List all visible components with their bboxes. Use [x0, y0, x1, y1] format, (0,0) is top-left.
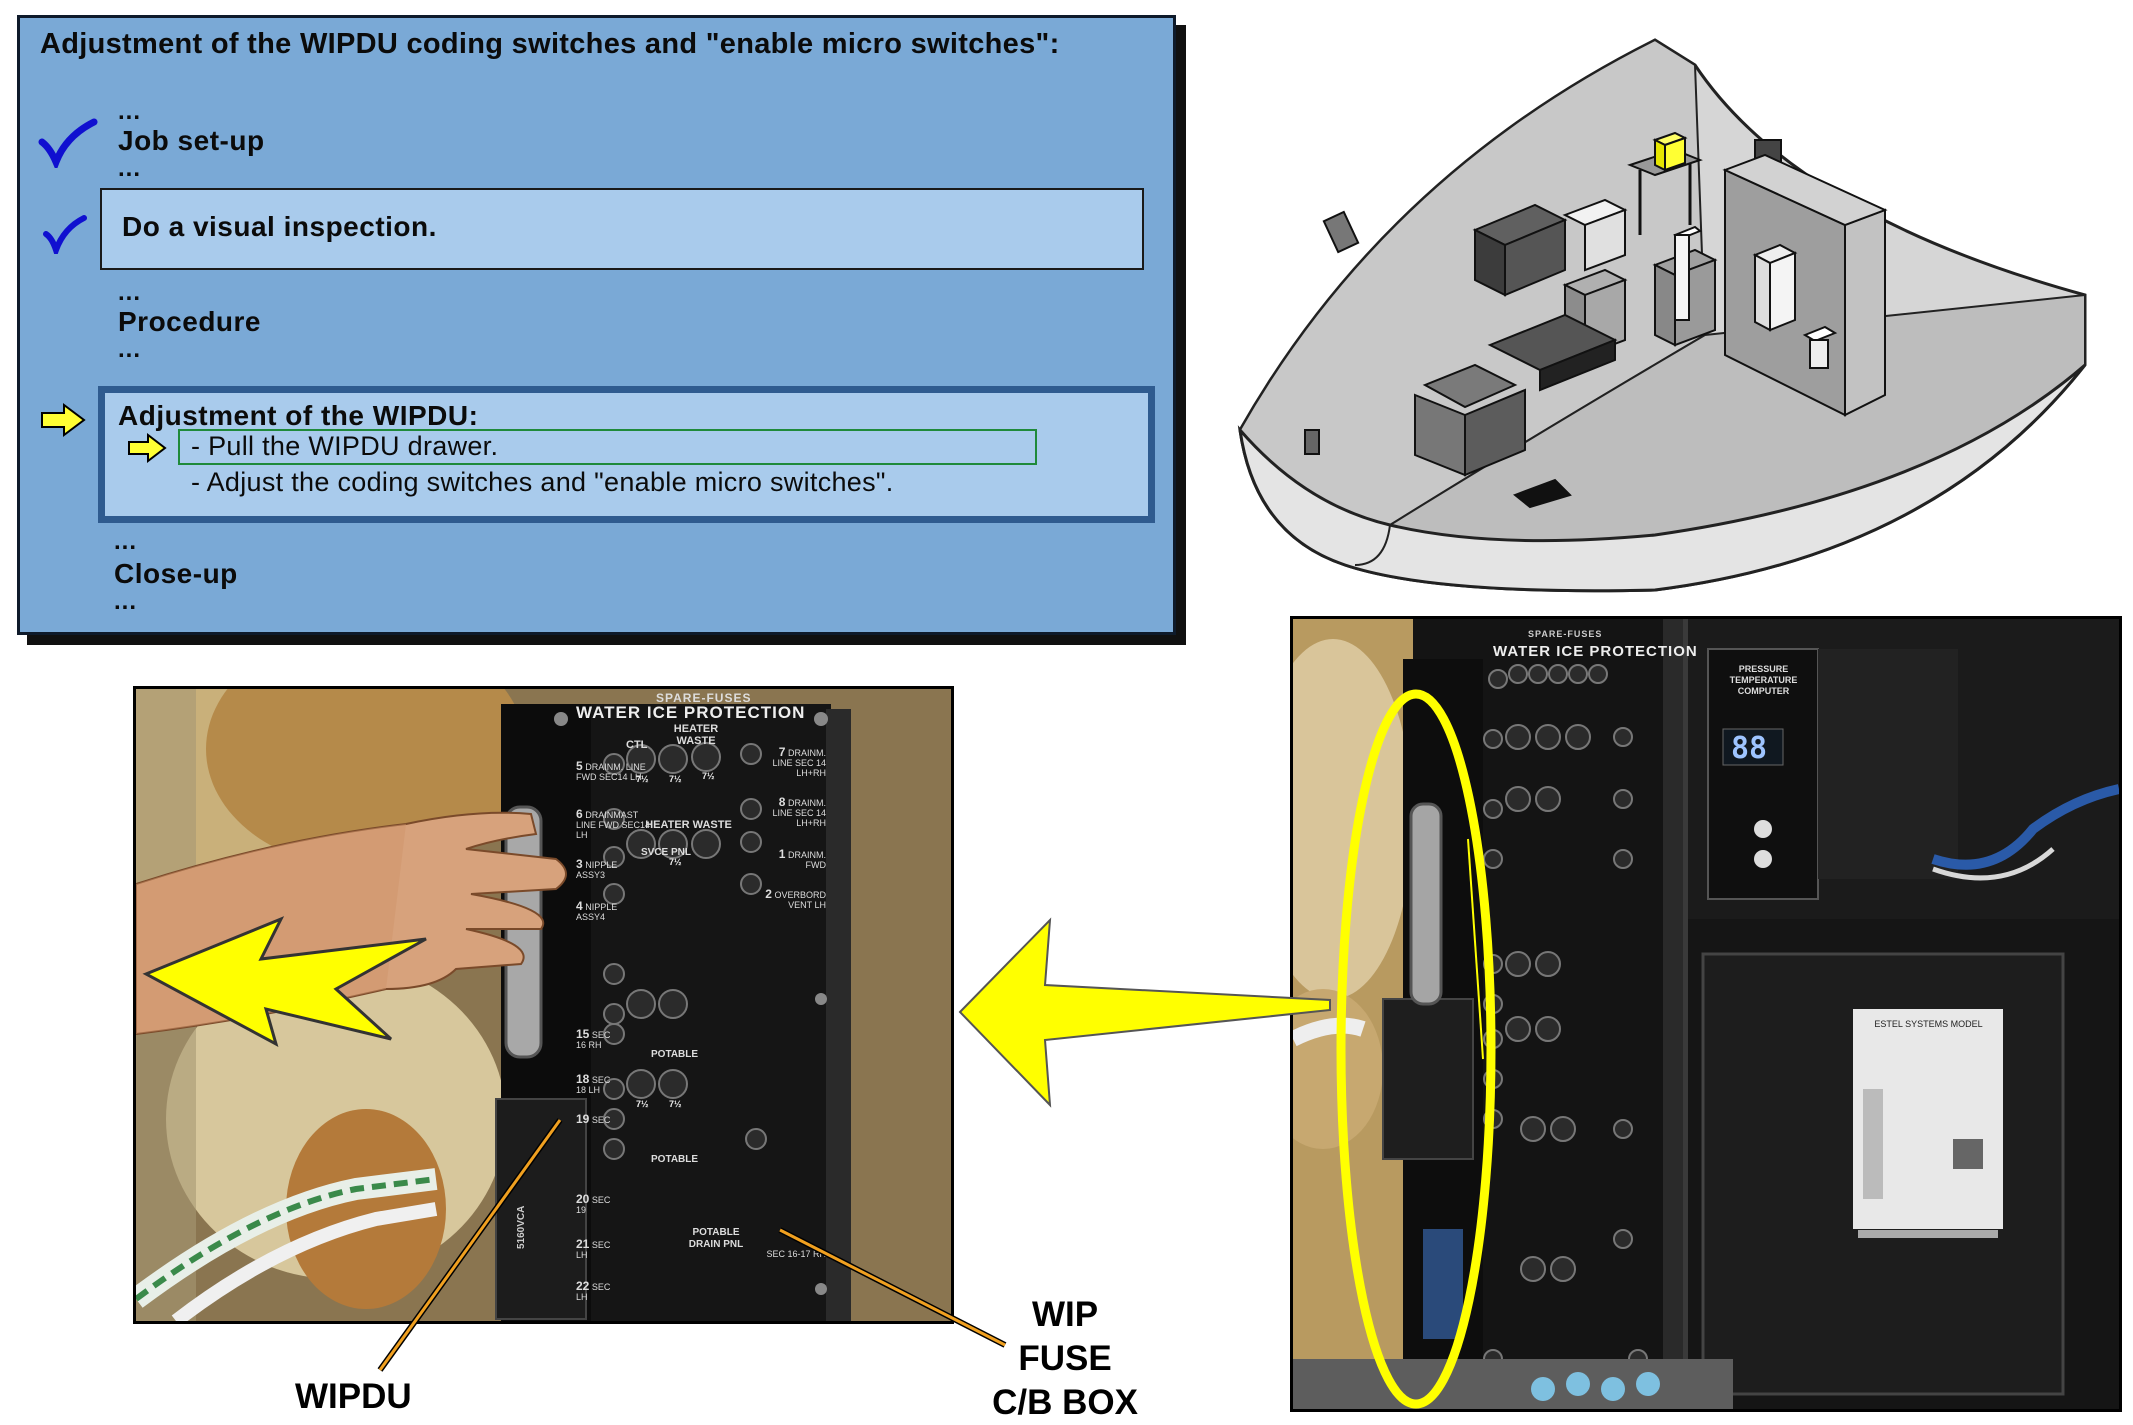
- checkmark-icon: [43, 215, 87, 254]
- callout-wip-line-1: WIP: [1031, 1295, 1099, 1334]
- substep-adjust-switches: - Adjust the coding switches and "enable…: [191, 467, 894, 497]
- step-close-up: Close-up: [114, 558, 238, 589]
- ellipsis: ...: [118, 98, 142, 125]
- spare-fuses-label-small: SPARE-FUSES: [1528, 629, 1603, 639]
- ellipsis: ...: [114, 588, 138, 615]
- water-ice-protection-label-small: WATER ICE PROTECTION: [1493, 643, 1698, 660]
- connection-arrow-icon: [958, 917, 1331, 1108]
- callout-wip-line-3: C/B BOX: [992, 1383, 1138, 1422]
- substep-pull-drawer: - Pull the WIPDU drawer.: [191, 431, 499, 461]
- fuse-row-label: 19 SEC: [576, 1112, 611, 1126]
- fuse-rating: 7½: [636, 774, 649, 784]
- potable-label: POTABLE: [651, 1049, 699, 1060]
- fuse-row-label: 22 SEC LH: [576, 1279, 611, 1302]
- fuse-rating: 7½: [702, 771, 715, 781]
- panel-title: Adjustment of the WIPDU coding switches …: [40, 28, 1060, 60]
- ellipsis: ...: [118, 336, 142, 363]
- checkmark-icon: [38, 118, 98, 168]
- step-job-setup: Job set-up: [118, 125, 265, 156]
- fuse-row-label: 4 NIPPLE ASSY4: [576, 899, 618, 922]
- fuse-rating: 7½: [669, 774, 682, 784]
- ellipsis: ...: [118, 155, 142, 182]
- fuse-row-label: 6 DRAINMAST LINE FWD SEC14 LH: [576, 807, 651, 840]
- ctl-label: CTL: [626, 739, 648, 751]
- callout-wip-line-2: FUSE: [1018, 1339, 1112, 1378]
- fuse-row-label: 2 OVERBORD VENT LH: [765, 887, 826, 910]
- fuse-row-label: 5 DRAINM. LINE FWD SEC14 LH: [576, 759, 646, 782]
- fuselage-section-diagram: [1237, 38, 2087, 593]
- fuse-row-label: 20 SEC 19: [576, 1192, 611, 1215]
- water-ice-protection-label: WATER ICE PROTECTION: [576, 703, 806, 722]
- current-step-arrow-icon: [41, 403, 86, 437]
- fuse-rating: 7½: [636, 1099, 649, 1109]
- current-substep-arrow-icon: [128, 433, 167, 463]
- heater-waste-label: HEATER WASTE: [673, 723, 719, 747]
- wipdu-closeup-photo: SPARE-FUSES WATER ICE PROTECTION HEATER …: [133, 686, 954, 1324]
- fuse-rating: 7½: [669, 857, 682, 867]
- callout-wip-fuse-box: WIP FUSE C/B BOX: [990, 1293, 1140, 1425]
- wipdu-overview-photo: WATER ICE PROTECTION SPARE-FUSES PRESSUR…: [1290, 616, 2122, 1412]
- computer-title: PRESSURE TEMPERATURE COMPUTER: [1729, 664, 1798, 696]
- fuse-row-label: 21 SEC LH: [576, 1237, 611, 1260]
- potable-label-2: POTABLE: [651, 1154, 699, 1165]
- fuse-row-label: 18 SEC 18 LH: [576, 1072, 611, 1095]
- step-visual-inspection: Do a visual inspection.: [122, 211, 437, 242]
- step-adjustment: Adjustment of the WIPDU:: [118, 400, 479, 431]
- step-procedure: Procedure: [118, 306, 261, 337]
- step-visual-inspection-box: [100, 188, 1144, 270]
- fuse-row-label: 7 DRAINM. LINE SEC 14 LH+RH: [772, 745, 826, 778]
- svce-pnl-label: SVCE PNL: [641, 847, 692, 858]
- fuse-row-label: 8 DRAINM. LINE SEC 14 LH+RH: [772, 795, 826, 828]
- fuse-row-label: 1 DRAINM. FWD: [778, 847, 826, 870]
- substep-pull-drawer-box: [178, 429, 1037, 465]
- ellipsis: ...: [114, 528, 138, 555]
- heater-waste-label-2: HEATER WASTE: [645, 819, 732, 831]
- procedure-panel: Adjustment of the WIPDU coding switches …: [17, 15, 1176, 635]
- potable-drain-label: POTABLE DRAIN PNL: [688, 1227, 744, 1250]
- fuse-row-label: 15 SEC 16 RH: [576, 1027, 611, 1050]
- fuse-rating: 7½: [669, 1099, 682, 1109]
- step-adjustment-box: [98, 386, 1155, 523]
- computer-label: ESTEL SYSTEMS MODEL: [1874, 1019, 1983, 1029]
- ellipsis: ...: [118, 279, 142, 306]
- fuse-row-label: SEC 16-17 RH: [766, 1249, 826, 1259]
- fuse-row-label: 3 NIPPLE ASSY3: [576, 857, 618, 880]
- callout-wipdu: WIPDU: [295, 1377, 412, 1416]
- spare-fuses-label: SPARE-FUSES: [656, 691, 752, 705]
- computer-display: 88: [1731, 731, 1768, 766]
- callout-leader-lines: [377, 1118, 1007, 1372]
